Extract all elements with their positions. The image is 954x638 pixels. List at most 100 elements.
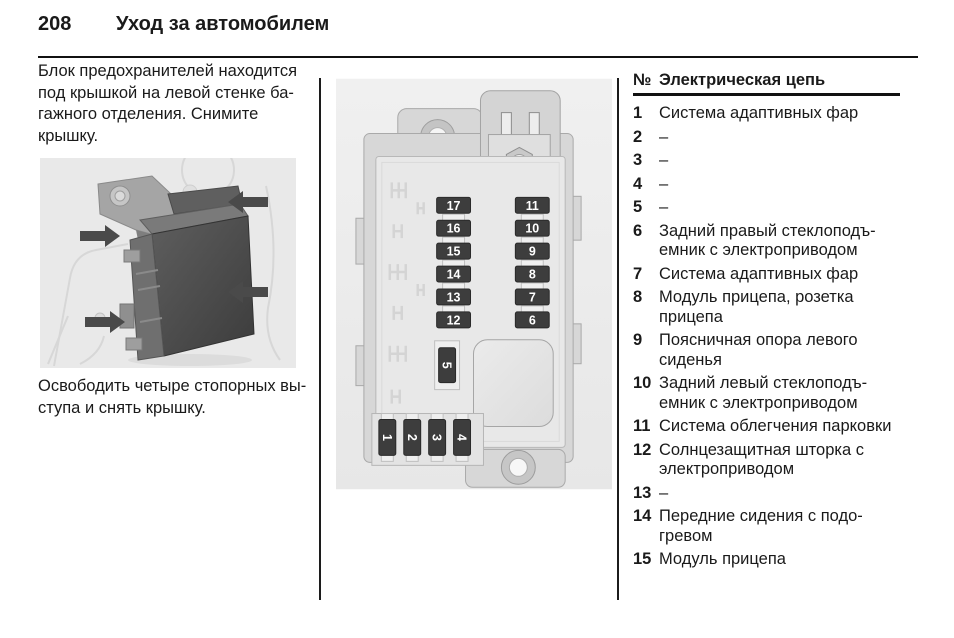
circuit-name: Система облегчения парковки	[659, 417, 892, 435]
locking-tab	[123, 249, 141, 263]
table-row: 11 Система облегчения парковки	[633, 417, 901, 437]
fuse-box-cover-photo	[40, 143, 296, 368]
svg-text:5: 5	[440, 362, 454, 369]
fuse-8	[514, 265, 550, 283]
fuse-1	[378, 419, 397, 456]
fuse-number: 13	[633, 483, 652, 502]
molded-symbols	[388, 182, 425, 404]
circuit-name: –	[659, 151, 669, 169]
svg-text:9: 9	[529, 245, 536, 259]
circuit-name: –	[659, 483, 669, 502]
column-divider-left	[319, 78, 321, 600]
circuit-name: Солнцезащитная шторка с электроприводом	[659, 440, 865, 479]
svg-text:3: 3	[430, 434, 444, 441]
circuit-name: Система адаптивных фар	[659, 104, 859, 122]
table-row: 15 Модуль прицепа	[633, 550, 901, 570]
fuse-column-right: 11 10 9 8 7 6	[514, 196, 550, 329]
table-row: 13–	[633, 484, 901, 504]
column-divider-right	[617, 78, 619, 600]
locking-tab	[119, 303, 135, 329]
svg-text:10: 10	[525, 222, 539, 236]
table-row: 3–	[633, 151, 901, 171]
fuse-16	[436, 219, 472, 237]
svg-text:16: 16	[447, 222, 461, 236]
arrow-right-lower	[228, 281, 268, 303]
fuse-number: 2	[633, 127, 643, 146]
table-row: 4–	[633, 175, 901, 195]
circuit-name: Передние сидения с подо- гревом	[659, 507, 863, 545]
svg-text:8: 8	[529, 268, 536, 282]
svg-text:2: 2	[405, 434, 419, 441]
fuse-2	[403, 419, 422, 456]
table-row: 14 Передние сидения с подо- гревом	[633, 507, 901, 546]
circuit-name: Задний правый стеклоподъ- емник с электр…	[659, 221, 876, 260]
table-header: № Электрическая цепь	[633, 70, 901, 90]
intro-paragraph: Блок предохранителей находится под крышк…	[38, 62, 298, 145]
fuse-number: 7	[633, 264, 643, 283]
svg-text:14: 14	[447, 268, 461, 282]
col-header-circuit: Электрическая цепь	[659, 71, 826, 89]
arrow-right-upper	[228, 191, 268, 213]
arrow-left-lower	[85, 311, 125, 333]
table-row: 7 Система адаптивных фар	[633, 265, 901, 285]
table-row: 5–	[633, 198, 901, 218]
fuse-6	[514, 311, 550, 329]
fuse-14	[436, 265, 472, 283]
fuse-box-drawing: 17 16 15 14 13 12 11 10 9	[336, 78, 612, 490]
fuse-number: 1	[633, 104, 643, 122]
relay-block	[473, 339, 554, 427]
circuit-name: Система адаптивных фар	[659, 264, 859, 283]
fuse-row-bottom: 1 2 3 4	[371, 413, 484, 466]
circuit-name: Задний левый стеклоподъ- емник с электро…	[659, 374, 868, 412]
fuse-column-left: 17 16 15 14 13 12	[436, 196, 472, 329]
fuse-10	[514, 219, 550, 237]
cover-illustration	[40, 143, 296, 368]
header-rule	[38, 56, 918, 58]
fuse-number: 3	[633, 151, 643, 169]
circuit-name: –	[659, 174, 669, 193]
circuit-name: Модуль прицепа	[659, 550, 786, 568]
outro-paragraph: Освободить четыре стопорных вы- ступа и …	[38, 377, 307, 417]
fuse-number: 9	[633, 331, 643, 349]
fuse-box-diagram: 17 16 15 14 13 12 11 10 9	[336, 78, 612, 490]
fuse-number: 15	[633, 550, 652, 568]
table-row: 10 Задний левый стеклоподъ- емник с элект…	[633, 374, 901, 413]
table-row: 1 Система адаптивных фар	[633, 104, 901, 124]
svg-text:15: 15	[447, 245, 461, 259]
svg-text:17: 17	[447, 199, 461, 213]
table-header-rule	[633, 93, 900, 96]
fuse-4	[453, 419, 472, 456]
fuse-number: 10	[633, 374, 652, 392]
fuse-number: 12	[633, 440, 652, 459]
fuse-11	[514, 196, 550, 214]
fuse-number: 11	[633, 417, 651, 435]
svg-text:13: 13	[447, 290, 461, 304]
circuit-name: –	[659, 127, 669, 146]
table-row: 2–	[633, 128, 901, 148]
fuse-15	[436, 242, 472, 260]
arrow-left-upper	[80, 225, 120, 247]
removal-arrows	[80, 191, 268, 333]
circuit-name: Модуль прицепа, розетка прицепа	[659, 288, 854, 326]
table-row: 12 Солнцезащитная шторка с электроприводо…	[633, 441, 901, 480]
circuit-name: Поясничная опора левого сиденья	[659, 331, 858, 369]
locking-tab	[125, 337, 143, 351]
page-number: 208	[38, 13, 72, 35]
table-row: 8 Модуль прицепа, розетка прицепа	[633, 288, 901, 327]
fuse-number: 4	[633, 174, 643, 193]
svg-text:11: 11	[526, 199, 539, 213]
fuse-number: 14	[633, 507, 652, 525]
fuse-12	[436, 311, 472, 329]
col-header-number: №	[633, 71, 652, 89]
svg-text:4: 4	[455, 434, 469, 441]
svg-text:1: 1	[380, 434, 394, 441]
svg-text:6: 6	[529, 313, 536, 327]
fuse-number: 8	[633, 288, 643, 306]
fuse-number: 5	[633, 198, 643, 216]
fuse-13	[436, 288, 472, 306]
table-row: 9 Поясничная опора левого сиденья	[633, 331, 901, 370]
